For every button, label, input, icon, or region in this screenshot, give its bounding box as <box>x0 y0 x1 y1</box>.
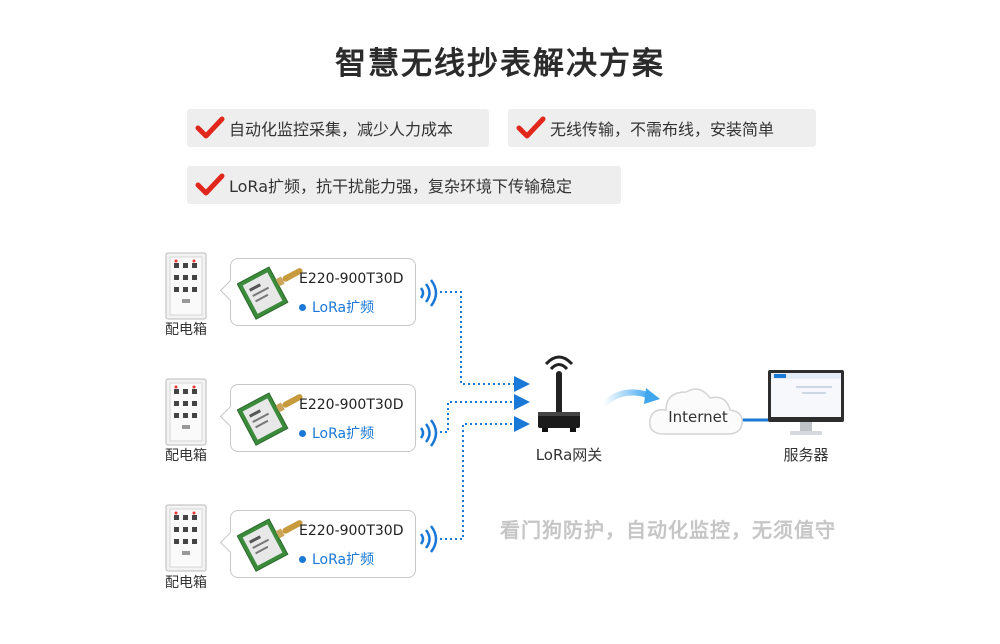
checkmark-icon <box>195 173 225 196</box>
module-model: E220-900T30D <box>299 523 404 539</box>
connector-line-3 <box>440 416 530 540</box>
wireless-signal-icon <box>419 525 438 553</box>
module-card: E220-900T30D LoRa扩频 <box>219 384 416 452</box>
checkmark-icon <box>195 116 225 139</box>
feature-badge-3: LoRa扩频，抗干扰能力强，复杂环境下传输稳定 <box>187 166 621 204</box>
page-title: 智慧无线抄表解决方案 <box>335 46 665 82</box>
server-monitor-icon <box>768 370 844 435</box>
lora-tag-text: LoRa扩频 <box>312 300 375 316</box>
gateway-label: LoRa网关 <box>535 446 603 464</box>
bullet-dot-icon <box>299 303 306 311</box>
module-card: E220-900T30D LoRa扩频 <box>219 510 416 578</box>
lora-gateway-icon <box>538 355 580 432</box>
lora-module-icon <box>237 392 303 446</box>
feature-text: 自动化监控采集，减少人力成本 <box>229 120 454 139</box>
distribution-box-icon <box>165 378 207 446</box>
feature-text: LoRa扩频，抗干扰能力强，复杂环境下传输稳定 <box>229 177 572 196</box>
cloud-icon <box>649 388 743 435</box>
lora-tag: LoRa扩频 <box>299 297 374 317</box>
module-model: E220-900T30D <box>299 397 404 413</box>
lora-module-icon <box>237 518 303 572</box>
bullet-dot-icon <box>299 429 306 437</box>
upload-arrowhead <box>644 388 660 404</box>
lora-module-icon <box>237 266 303 320</box>
lora-tag-text: LoRa扩频 <box>312 426 375 442</box>
module-model: E220-900T30D <box>299 271 404 287</box>
cabinet-label: 配电箱 <box>165 448 207 464</box>
feature-badge-2: 无线传输，不需布线，安装简单 <box>508 109 816 147</box>
cabinet-label: 配电箱 <box>165 575 207 591</box>
slogan-text: 看门狗防护，自动化监控，无须值守 <box>500 518 836 542</box>
wireless-signal-icon <box>419 279 438 307</box>
checkmark-icon <box>516 116 546 139</box>
feature-text: 无线传输，不需布线，安装简单 <box>550 120 775 139</box>
lora-tag: LoRa扩频 <box>299 423 374 443</box>
server-label: 服务器 <box>783 446 829 464</box>
module-card: E220-900T30D LoRa扩频 <box>219 258 416 326</box>
distribution-box-icon <box>165 504 207 572</box>
connector-line-2 <box>440 394 530 433</box>
distribution-box-icon <box>165 252 207 320</box>
upload-arrow <box>601 389 653 407</box>
lora-tag: LoRa扩频 <box>299 549 374 569</box>
bullet-dot-icon <box>299 555 306 563</box>
cloud-label: Internet <box>668 408 728 426</box>
lora-tag-text: LoRa扩频 <box>312 552 375 568</box>
wireless-signal-icon <box>419 419 438 447</box>
feature-badge-1: 自动化监控采集，减少人力成本 <box>187 109 489 147</box>
connector-line-1 <box>440 291 530 392</box>
cabinet-label: 配电箱 <box>165 322 207 338</box>
